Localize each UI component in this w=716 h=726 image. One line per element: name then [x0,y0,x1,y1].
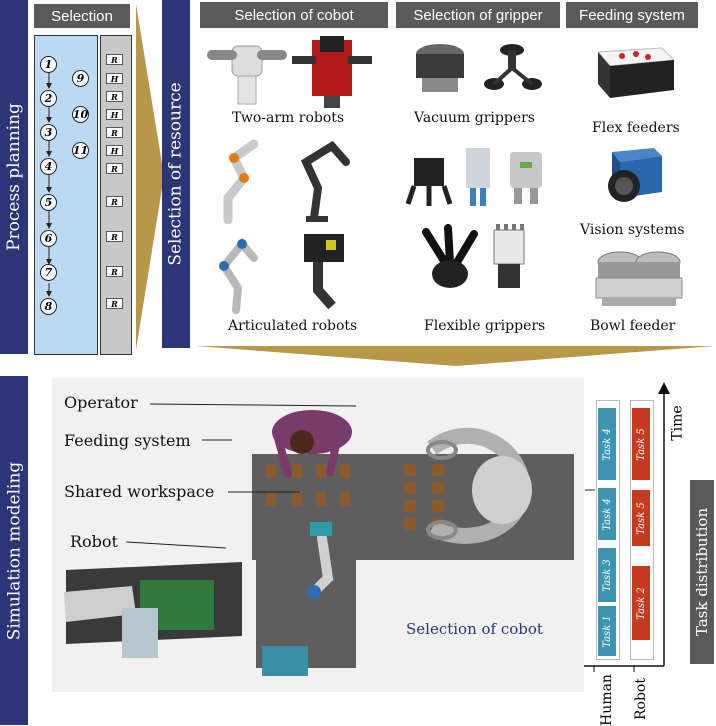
selection-of-cobot-caption: Selection of cobot [406,620,543,638]
workcell-layout [64,410,574,676]
resource-cell: R [106,298,123,309]
resource-cell: R [106,91,123,102]
task-node-2: 2 [40,90,57,107]
task-node-1: 1 [40,56,57,73]
robot-task-block: Task 5 [632,408,650,480]
task-node-6: 6 [40,230,57,247]
feeding-system-label: Feeding system [64,431,191,450]
task-node-7: 7 [40,264,57,281]
process-planning-label: Process planning [0,0,28,354]
robot-axis-label: Robot [633,678,649,720]
resource-cell: R [106,231,123,242]
selection-header: Selection [34,4,130,28]
vision-systems-caption: Vision systems [580,222,685,238]
resource-cell: R [106,163,123,174]
task-node-8: 8 [40,298,57,315]
human-task-block: Task 4 [598,408,616,480]
vision-system-image [608,148,662,202]
task-node-11: 11 [72,142,89,159]
flex-feeders-caption: Flex feeders [592,120,680,136]
operator-label: Operator [64,393,138,412]
feeding-header: Feeding system [566,2,698,28]
flow-chevron-right [136,4,164,350]
robot-label: Robot [70,532,118,551]
human-task-block: Task 4 [598,488,616,540]
shared-workspace-label: Shared workspace [64,482,215,501]
resource-cell: H [106,73,123,84]
articulated-robots-caption: Articulated robots [228,318,358,334]
resource-cell: R [106,54,123,65]
task-node-3: 3 [40,124,57,141]
resource-cell: R [106,127,123,138]
bowl-feeder-caption: Bowl feeder [590,318,676,334]
two-arm-robot-image [207,36,372,108]
human-axis-label: Human [599,674,615,726]
finger-gripper-image [405,148,542,206]
robot-task-block: Task 2 [632,566,650,640]
single-arm-robot-image [223,139,350,224]
cobot-header: Selection of cobot [200,2,388,28]
flexible-gripper-image [422,224,525,288]
task-node-5: 5 [40,194,57,211]
resource-cell: R [106,266,123,277]
callout-lines [125,403,595,549]
gripper-header: Selection of gripper [396,2,560,28]
selection-of-resource-label: Selection of resource [162,0,190,348]
flex-feeder-image [596,47,676,98]
two-arm-robots-caption: Two-arm robots [232,110,345,126]
flexible-grippers-caption: Flexible grippers [424,318,546,334]
articulated-robot-image [219,234,344,314]
robot-task-block: Task 5 [632,490,650,546]
gantt-axes [584,382,670,672]
time-axis-label: Time [670,405,687,441]
task-node-10: 10 [72,106,89,123]
bowl-feeder-image [595,251,683,306]
vacuum-grippers-caption: Vacuum grippers [414,110,535,126]
vacuum-gripper-image [416,44,542,92]
resource-cell: H [106,109,123,120]
task-distribution-label: Task distribution [690,480,714,664]
resource-cell: R [106,196,123,207]
task-node-9: 9 [72,70,89,87]
flow-chevron-down [196,346,714,366]
human-task-block: Task 1 [598,606,616,656]
resource-cell: H [106,145,123,156]
simulation-modeling-label: Simulation modeling [0,376,28,725]
task-node-4: 4 [40,158,57,175]
human-task-block: Task 3 [598,548,616,602]
precedence-arrows [46,73,52,297]
